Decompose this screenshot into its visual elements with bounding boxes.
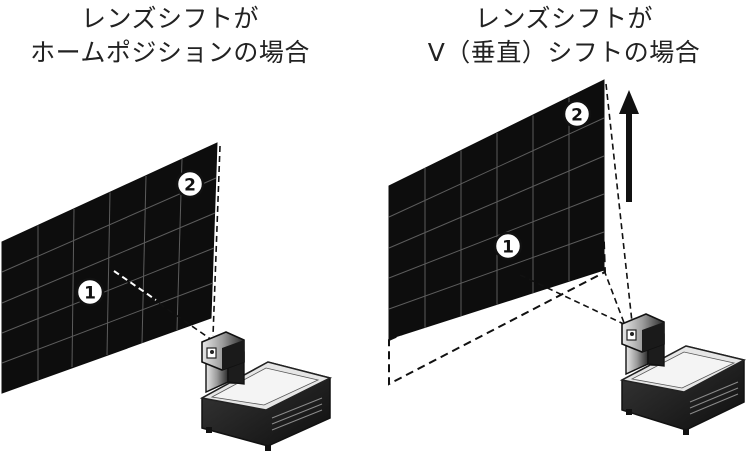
left-panel-title: レンズシフトが ホームポジションの場合 [0,2,340,70]
svg-text:2: 2 [184,176,196,196]
left-projection-screen [1,142,218,394]
right-projector-icon [619,313,747,435]
left-projection-rays [117,145,221,341]
left-marker-1: 1 [75,277,105,307]
left-title-line1: レンズシフトが [80,4,259,33]
svg-text:1: 1 [84,284,96,304]
left-projector-icon [199,331,333,451]
right-panel: 1 2 [388,79,747,435]
left-beam-on-screen [113,270,157,301]
right-marker-1: 1 [493,231,523,261]
right-panel-title: レンズシフトが V（垂直）シフトの場合 [380,2,748,70]
left-marker-2: 2 [175,169,205,199]
svg-text:1: 1 [502,238,514,258]
right-title-line1: レンズシフトが [474,4,653,33]
up-arrow-icon [619,90,639,202]
left-title-line2: ホームポジションの場合 [30,38,310,67]
left-panel: 1 2 [1,142,333,451]
svg-text:2: 2 [571,106,583,126]
right-title-line2: V（垂直）シフトの場合 [427,38,701,67]
right-projection-rays [519,83,633,329]
right-projection-screen [388,79,605,340]
right-marker-2: 2 [562,99,592,129]
right-screen-grid [388,97,605,328]
